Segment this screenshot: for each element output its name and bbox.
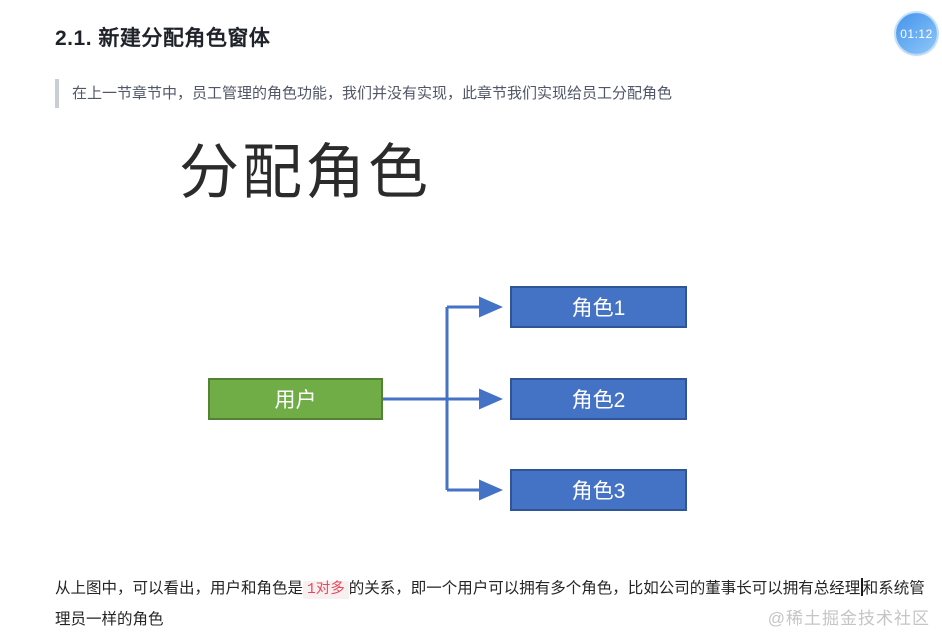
timer-value: 01:12: [900, 26, 933, 41]
timer-badge[interactable]: 01:12: [896, 13, 937, 54]
blockquote: 在上一节章节中，员工管理的角色功能，我们并没有实现，此章节我们实现给员工分配角色: [55, 79, 792, 108]
diagram-role1-box: 角色1: [510, 286, 687, 328]
role1-label: 角色1: [571, 297, 626, 320]
diagram-role2-box: 角色2: [510, 378, 687, 420]
role2-label: 角色2: [571, 389, 626, 412]
paragraph-text-3: 经理: [829, 580, 861, 597]
diagram-user-box: 用户: [208, 378, 383, 420]
slide-title: 分配角色: [179, 139, 431, 206]
paragraph-text-2: 的关系，即一个用户可以拥有多个角色，比如公司的董事长可以拥有总: [348, 580, 830, 597]
paragraph-text-4: 和系统管理员一样的角色: [55, 580, 925, 628]
diagram-role3-box: 角色3: [510, 469, 687, 511]
page-title: 2.1. 新建分配角色窗体: [55, 27, 271, 50]
role3-label: 角色3: [571, 480, 626, 503]
paragraph-text-1: 从上图中，可以看出，用户和角色是: [55, 580, 304, 597]
inline-code-highlight: 1对多: [303, 581, 349, 599]
user-box-label: 用户: [274, 389, 317, 412]
watermark: @稀土掘金技术社区: [767, 609, 930, 628]
text-caret: [861, 578, 863, 596]
blockquote-text: 在上一节章节中，员工管理的角色功能，我们并没有实现，此章节我们实现给员工分配角色: [72, 85, 673, 102]
